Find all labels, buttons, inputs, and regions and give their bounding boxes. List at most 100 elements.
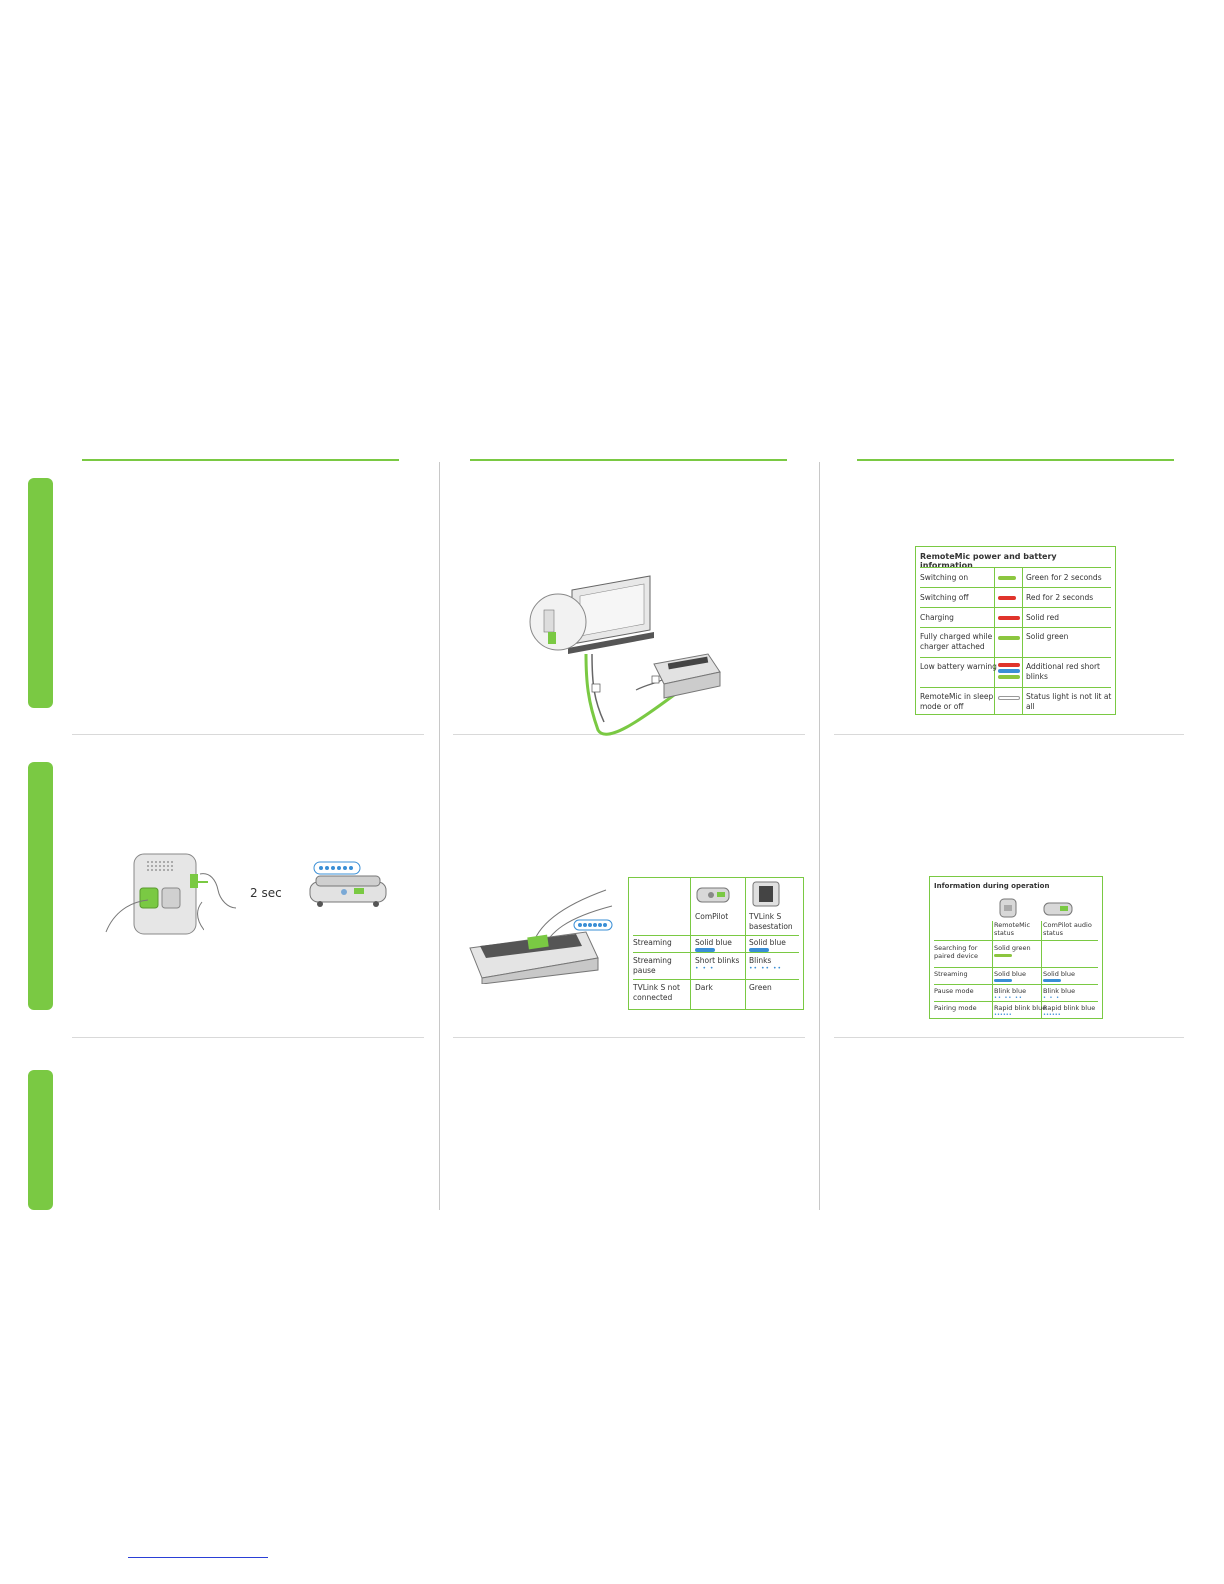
blink-dots-indicator: •• •• ••: [749, 965, 783, 972]
led-blue-indicator: [998, 669, 1020, 673]
section-tab-2: [28, 762, 53, 1010]
remotemic-button-illustration: [105, 853, 204, 935]
column-2-header-rule: [470, 459, 787, 461]
row-divider: [72, 734, 424, 735]
row-divider: [453, 734, 805, 735]
led-red-indicator: [998, 616, 1020, 620]
state-cell: Fully charged while charger attached: [920, 632, 993, 651]
column-header: TVLink S basestation: [749, 912, 793, 931]
state-cell: Searching for paired device: [934, 944, 978, 960]
table-row: Low battery warning Additional red short…: [920, 657, 1111, 687]
column-line: [690, 878, 691, 1009]
table-row: Fully charged while charger attached Sol…: [920, 627, 1111, 657]
indicator-cell: Status light is not lit at all: [1026, 692, 1112, 711]
compilot-cell: Short blinks: [695, 956, 740, 965]
table-row: Streaming Solid blue Solid blue: [633, 935, 799, 952]
compilot-device-icon: [1043, 902, 1073, 916]
led-green-indicator: [994, 954, 1012, 957]
blink-dots-indicator: • • •: [1043, 995, 1061, 1001]
remotemic-cell: Rapid blink blue: [994, 1004, 1047, 1012]
column-header: RemoteMic status: [994, 921, 1031, 937]
column-header: ComPilot audio status: [1043, 921, 1092, 937]
column-line: [994, 568, 995, 715]
column-line: [1022, 568, 1023, 715]
blink-dots-indicator: ••••••: [994, 1012, 1012, 1018]
remotemic-cell: Solid blue: [994, 970, 1026, 978]
blink-dots-indicator: • • •: [695, 965, 715, 972]
state-cell: Pause mode: [934, 987, 974, 995]
led-blue-indicator: [749, 948, 769, 952]
tvlink-basestation-icon: [752, 881, 780, 907]
state-cell: Switching off: [920, 593, 969, 602]
column-line: [745, 878, 746, 1009]
table-row: Pairing mode Rapid blink blue •••••• Rap…: [934, 1001, 1098, 1018]
table-row: RemoteMic in sleep mode or off Status li…: [920, 687, 1111, 714]
indicator-cell: Green for 2 seconds: [1026, 573, 1102, 582]
remotemic-cell: Blink blue: [994, 987, 1027, 995]
column-header: ComPilot: [695, 912, 729, 921]
tvlink-cell: Green: [749, 983, 772, 992]
table-title: Information during operation: [934, 882, 1050, 890]
indicator-cell: Additional red short blinks: [1026, 662, 1100, 681]
blink-dots-indicator: ••••••: [1043, 1012, 1061, 1018]
led-blue-indicator: [695, 948, 715, 952]
state-cell: Streaming: [633, 938, 672, 947]
row-divider: [72, 1037, 424, 1038]
compilot-cell: Blink blue: [1043, 987, 1076, 995]
remotemic-device-icon: [999, 898, 1017, 918]
tvlink-cell: Blinks: [749, 956, 772, 965]
indicator-cell: Red for 2 seconds: [1026, 593, 1094, 602]
row-divider: [834, 1037, 1184, 1038]
tvlink-cell: Solid blue: [749, 938, 786, 947]
led-blue-indicator: [1043, 979, 1061, 982]
tvlink-status-table: ComPilot TVLink S basestation Streaming …: [628, 877, 804, 1010]
state-cell: Switching on: [920, 573, 969, 582]
compilot-device-icon: [696, 887, 730, 903]
table-row: Streaming Solid blue Solid blue: [934, 967, 1098, 984]
column-3-header-rule: [857, 459, 1174, 461]
indicator-cell: Solid green: [1026, 632, 1069, 641]
compilot-cell: Solid blue: [1043, 970, 1075, 978]
led-red-indicator: [998, 596, 1016, 600]
led-green-indicator: [998, 576, 1016, 580]
column-separator-1: [439, 462, 440, 1210]
section-tab-3: [28, 1070, 53, 1210]
indicator-cell: Solid red: [1026, 613, 1059, 622]
duration-label: 2 sec: [250, 886, 282, 900]
state-cell: Streaming pause: [633, 956, 672, 975]
blink-dots-indicator: •• •• ••: [994, 995, 1023, 1001]
compilot-led-illustration: [309, 861, 387, 907]
section-tab-1: [28, 478, 53, 708]
column-line: [1041, 921, 1042, 1018]
state-cell: Pairing mode: [934, 1004, 977, 1012]
state-cell: Charging: [920, 613, 954, 622]
column-separator-2: [819, 462, 820, 1210]
table-row: Streaming pause Short blinks • • • Blink…: [633, 952, 799, 979]
state-cell: Low battery warning: [920, 662, 997, 671]
column-1-header-rule: [82, 459, 399, 461]
row-divider: [834, 734, 1184, 735]
table-row: Pause mode Blink blue •• •• •• Blink blu…: [934, 984, 1098, 1001]
row-divider: [453, 1037, 805, 1038]
compilot-cell: Solid blue: [695, 938, 732, 947]
compilot-cell: Rapid blink blue: [1043, 1004, 1096, 1012]
basestation-press-illustration: [469, 889, 613, 984]
table-row: Searching for paired device Solid green: [934, 940, 1098, 967]
table-row: Switching on Green for 2 seconds: [920, 567, 1111, 587]
led-blue-indicator: [994, 979, 1012, 982]
table-row: Charging Solid red: [920, 607, 1111, 627]
led-red-indicator: [998, 663, 1020, 667]
tv-connection-illustration: [529, 575, 721, 736]
table-row: Switching off Red for 2 seconds: [920, 587, 1111, 607]
operation-info-table: Information during operation RemoteMic s…: [929, 876, 1103, 1019]
state-cell: RemoteMic in sleep mode or off: [920, 692, 994, 711]
table-title: RemoteMic power and battery information: [920, 552, 1057, 570]
led-off-indicator: [998, 696, 1020, 700]
footer-link[interactable]: [128, 1557, 268, 1558]
state-cell: TVLink S not connected: [633, 983, 680, 1002]
led-green-indicator: [998, 675, 1020, 679]
compilot-cell: Dark: [695, 983, 713, 992]
led-green-indicator: [998, 636, 1020, 640]
remotemic-power-table: RemoteMic power and battery information …: [915, 546, 1116, 715]
table-row: TVLink S not connected Dark Green: [633, 979, 799, 1009]
